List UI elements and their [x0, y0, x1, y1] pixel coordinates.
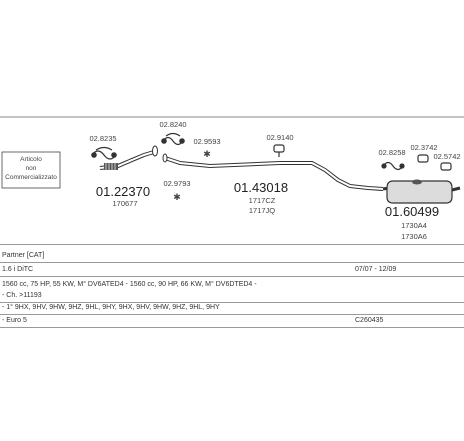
- front-pipe-icon: [99, 145, 158, 170]
- middle-pipe-ref-1: 1717CZ: [249, 196, 276, 205]
- front-pipe-ref: 170677: [112, 199, 137, 208]
- flex-section: [104, 163, 118, 170]
- rear-muffler-number: 01.60499: [385, 204, 439, 219]
- clamp3-label: 02.8258: [378, 148, 405, 157]
- middle-pipe-icon: [162, 153, 384, 191]
- table-divider: [0, 262, 464, 263]
- table-row: - 1° 9HX, 9HV, 9HW, 9HZ, 9HL, 9HY, 9HX, …: [0, 302, 464, 313]
- table-row: 1560 cc, 75 HP, 55 KW, M° DV6ATED4 - 156…: [0, 279, 464, 290]
- not-sold-text-1: Articolo: [20, 156, 42, 163]
- hanger2-label: 02.3742: [410, 143, 437, 152]
- table-row: - Euro 5 C260435: [0, 315, 464, 326]
- clamp1-icon: [91, 146, 117, 160]
- hanger1-label: 02.9140: [266, 133, 293, 142]
- not-sold-box: [1, 151, 61, 189]
- bolt1-icon: ✱: [203, 149, 211, 159]
- row-left: 1560 cc, 75 HP, 55 KW, M° DV6ATED4 - 156…: [2, 281, 257, 288]
- table-row: Partner [CAT]: [0, 250, 464, 261]
- table-divider: [0, 244, 464, 245]
- hanger3-icon: [440, 162, 452, 171]
- clamp2-icon: [161, 132, 185, 146]
- row-right: 07/07 - 12/09: [355, 266, 397, 273]
- table-divider: [0, 314, 464, 315]
- table-divider: [0, 327, 464, 328]
- hanger2-icon: [417, 154, 429, 163]
- rear-muffler-icon: [382, 179, 461, 204]
- not-sold-text-3: Commercializzato: [5, 174, 57, 181]
- row-left: - Euro 5: [2, 317, 27, 324]
- clamp1-label: 02.8235: [89, 134, 116, 143]
- row-left: Partner [CAT]: [2, 252, 45, 259]
- row-left: 1.6 i DiTC: [2, 266, 34, 273]
- row-right: C260435: [355, 317, 384, 324]
- rear-muffler-ref-2: 1730A6: [401, 232, 427, 241]
- rear-muffler-ref-1: 1730A4: [401, 221, 427, 230]
- bolt1-label: 02.9593: [193, 137, 220, 146]
- hanger3-label: 02.5742: [433, 152, 460, 161]
- clamp2-label: 02.8240: [159, 120, 186, 129]
- middle-pipe-number: 01.43018: [234, 180, 288, 195]
- row-left: - Ch. >11193: [2, 292, 42, 299]
- table-row: - Ch. >11193: [0, 290, 464, 301]
- table-divider: [0, 276, 464, 277]
- row-left: - 1° 9HX, 9HV, 9HW, 9HZ, 9HL, 9HY, 9HX, …: [2, 304, 220, 311]
- bolt2-label: 02.9793: [163, 179, 190, 188]
- clamp3-icon: [381, 161, 405, 171]
- middle-pipe-ref-2: 1717JQ: [249, 206, 275, 215]
- bolt2-icon: ✱: [173, 192, 181, 202]
- front-pipe-number: 01.22370: [96, 184, 150, 199]
- table-row: 1.6 i DiTC 07/07 - 12/09: [0, 264, 464, 275]
- hanger1-icon: [273, 144, 285, 157]
- table-divider: [0, 302, 464, 303]
- not-sold-text-2: non: [26, 165, 37, 172]
